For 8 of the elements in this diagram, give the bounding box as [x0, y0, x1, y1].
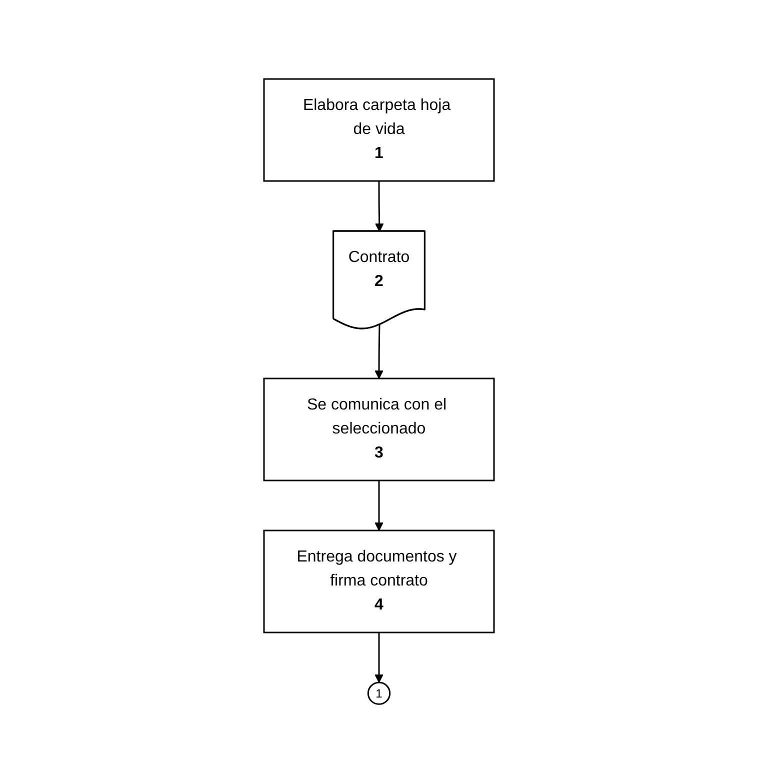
node-circle: 1: [366, 682, 390, 705]
node-box: Se comunica con el seleccionado 3: [262, 378, 494, 482]
arrow: [374, 324, 383, 379]
arrow: [374, 180, 384, 232]
arrow: [374, 480, 383, 531]
node-box: Entrega documentos y firma contrato 4: [262, 530, 494, 634]
node-box: Elabora carpeta hoja de vida 1: [262, 78, 494, 182]
arrow: [374, 632, 383, 683]
